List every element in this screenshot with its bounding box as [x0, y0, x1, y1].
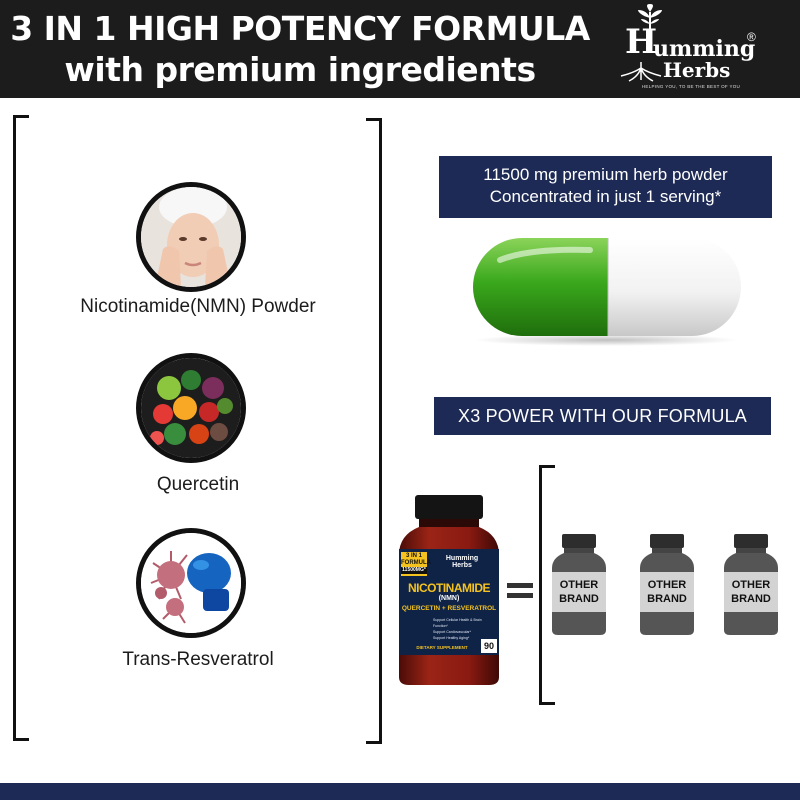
ingredient-image-quercetin: [136, 353, 246, 463]
ingredient-label-resveratrol: Trans-Resveratrol: [122, 649, 274, 670]
bottle-count: 90: [481, 639, 497, 653]
other-brand-label: OTHER BRAND: [722, 578, 780, 606]
bottle-product-name: NICOTINAMIDE: [408, 581, 491, 595]
roots-icon: [620, 62, 662, 82]
bottle-bullets: Support Cellular Health & Brain Function…: [433, 617, 497, 641]
power-banner: X3 POWER WITH OUR FORMULA: [434, 397, 771, 435]
left-bracket: [13, 115, 29, 741]
other-brand-line2: BRAND: [731, 593, 771, 605]
other-brand-bottle-2: OTHER BRAND: [638, 534, 696, 636]
other-brand-bottle-1: OTHER BRAND: [550, 534, 608, 636]
other-brand-line2: BRAND: [647, 593, 687, 605]
logo-registered-mark: ®: [747, 30, 756, 44]
bottle-brand: Humming Herbs: [445, 555, 479, 569]
ingredient-image-nmn: [136, 182, 246, 292]
face-portrait-icon: [141, 187, 241, 287]
brand-logo: H umming Herbs ® HELPING YOU, TO BE THE …: [615, 4, 765, 94]
header-title-line2: with premium ingredients: [64, 50, 536, 89]
other-brands-bracket: [539, 465, 555, 705]
bottle-product-sub: (NMN): [438, 595, 460, 602]
vegetables-icon: [141, 358, 241, 458]
leaf-sprout-icon: [638, 4, 662, 34]
other-brand-line1: OTHER: [731, 579, 771, 591]
logo-word-umming: umming: [653, 36, 756, 62]
badge-line3: 11500MG*: [401, 567, 427, 574]
capsule-icon: [473, 238, 741, 346]
badge-line2: FORMULA: [401, 560, 431, 566]
product-bottle: 3 IN 1 FORMULA 11500MG* Humming Herbs NI…: [393, 495, 505, 687]
bottle-footer-text: DIETARY SUPPLEMENT: [416, 645, 468, 650]
potency-banner: 11500 mg premium herb powder Concentrate…: [439, 156, 772, 218]
potency-banner-line1: 11500 mg premium herb powder: [483, 165, 728, 184]
gray-bottle-icon: [724, 534, 778, 635]
gray-bottle-icon: [640, 534, 694, 635]
header-title-line1: 3 IN 1 HIGH POTENCY FORMULA: [10, 9, 590, 48]
other-brand-bottle-3: OTHER BRAND: [722, 534, 780, 636]
bottle-bullet1: Support Cellular Health & Brain Function…: [433, 618, 482, 628]
logo-word-herbs: Herbs: [663, 58, 731, 82]
other-brand-label: OTHER BRAND: [550, 578, 608, 606]
virus-boxing-glove-icon: [141, 533, 241, 633]
potency-banner-line2: Concentrated in just 1 serving*: [489, 187, 722, 206]
badge-line1: 3 IN 1: [405, 553, 422, 559]
right-bracket: [366, 118, 382, 744]
header-bar: 3 IN 1 HIGH POTENCY FORMULA with premium…: [0, 0, 800, 98]
ingredient-label-quercetin: Quercetin: [156, 474, 240, 495]
bottle-bullet3: Support Healthy Aging*: [433, 636, 470, 640]
bottle-combo: QUERCETIN + RESVERATROL: [401, 605, 497, 612]
header-title: 3 IN 1 HIGH POTENCY FORMULA with premium…: [0, 8, 600, 90]
footer-bar: [0, 783, 800, 800]
other-brand-line1: OTHER: [559, 579, 599, 591]
formula-badge: 3 IN 1 FORMULA 11500MG*: [401, 552, 431, 576]
other-brand-label: OTHER BRAND: [638, 578, 696, 606]
logo-tagline: HELPING YOU, TO BE THE BEST OF YOU: [641, 84, 741, 89]
other-brand-line2: BRAND: [559, 593, 599, 605]
bottle-bullet2: Support Cardiovascular*: [433, 630, 471, 634]
gray-bottle-icon: [552, 534, 606, 635]
other-brand-line1: OTHER: [647, 579, 687, 591]
equals-icon: [507, 583, 533, 598]
logo-letter-h: H: [625, 22, 658, 62]
ingredient-label-nmn: Nicotinamide(NMN) Powder: [80, 296, 316, 317]
ingredient-image-resveratrol: [136, 528, 246, 638]
